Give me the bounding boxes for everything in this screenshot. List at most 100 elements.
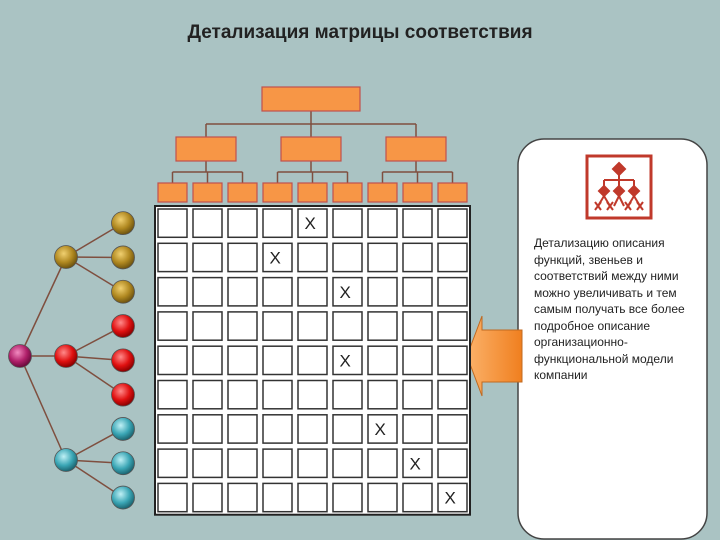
org-box-root	[261, 86, 361, 112]
matrix-mark: X	[340, 351, 351, 370]
matrix-cell	[332, 379, 363, 410]
function-node-leaf	[111, 417, 135, 441]
matrix-cell	[332, 311, 363, 341]
matrix-cell	[367, 448, 398, 479]
matrix-mark: X	[340, 283, 351, 302]
matrix-cell	[262, 276, 293, 307]
matrix-mark: X	[410, 454, 421, 473]
function-node-group	[54, 448, 78, 472]
function-node-leaf	[111, 279, 135, 304]
matrix-cell	[402, 276, 433, 307]
function-node-group	[54, 245, 78, 269]
matrix-cell	[227, 414, 258, 444]
matrix-cell	[332, 414, 363, 444]
matrix-cell	[437, 242, 468, 273]
function-node-root	[8, 344, 32, 368]
matrix-cell	[262, 311, 293, 341]
matrix-cell	[437, 482, 468, 513]
matrix-cell	[262, 242, 293, 273]
org-box-division	[280, 136, 342, 162]
matrix-cell	[192, 482, 223, 513]
matrix-grid	[154, 205, 471, 516]
matrix-cell	[402, 414, 433, 444]
matrix-cell	[227, 482, 258, 513]
org-box-unit	[332, 182, 363, 203]
matrix-cell	[227, 276, 258, 307]
matrix-cell	[367, 482, 398, 513]
matrix-cell	[332, 345, 363, 376]
matrix-cell	[437, 311, 468, 341]
matrix-cell	[367, 379, 398, 410]
function-node-leaf	[111, 382, 135, 407]
matrix-cell	[297, 242, 328, 273]
matrix-cell	[332, 208, 363, 239]
matrix-cell	[332, 482, 363, 513]
matrix-cell	[192, 414, 223, 444]
left-arrow-icon	[466, 315, 523, 397]
matrix-cell	[367, 276, 398, 307]
matrix-cell	[332, 448, 363, 479]
org-tree-connectors	[171, 111, 454, 183]
function-node-leaf	[111, 245, 135, 270]
matrix-mark: X	[445, 489, 456, 508]
org-box-unit	[437, 182, 468, 203]
matrix-cell	[437, 276, 468, 307]
matrix-cell	[367, 345, 398, 376]
function-tree	[8, 211, 135, 510]
matrix-cell	[157, 208, 188, 239]
matrix-cell	[262, 414, 293, 444]
matrix-mark: X	[375, 420, 386, 439]
function-node-leaf	[111, 314, 135, 338]
matrix-cell	[402, 311, 433, 341]
matrix-cell	[332, 276, 363, 307]
matrix-cell	[157, 311, 188, 341]
matrix-cell	[192, 379, 223, 410]
matrix-cell	[227, 311, 258, 341]
org-box-division	[175, 136, 237, 162]
org-box-unit	[192, 182, 223, 203]
org-box-unit	[297, 182, 328, 203]
matrix-cell	[157, 448, 188, 479]
matrix-cell	[437, 414, 468, 444]
function-node-leaf	[111, 451, 135, 476]
matrix-cell	[437, 345, 468, 376]
matrix-cell	[227, 379, 258, 410]
org-tree-icon	[585, 154, 653, 220]
matrix-cell	[367, 311, 398, 341]
matrix-cell	[367, 208, 398, 239]
matrix-mark: X	[270, 248, 281, 267]
matrix-cell	[157, 482, 188, 513]
matrix-cell	[297, 379, 328, 410]
matrix-cell	[192, 276, 223, 307]
matrix-cell	[297, 311, 328, 341]
matrix-cell	[332, 242, 363, 273]
matrix-cell	[262, 448, 293, 479]
matrix-cell	[402, 242, 433, 273]
matrix-cell	[262, 345, 293, 376]
org-box-unit	[262, 182, 293, 203]
matrix-cell	[367, 242, 398, 273]
function-node-leaf	[111, 485, 135, 510]
matrix-cell	[297, 482, 328, 513]
matrix-cell	[297, 276, 328, 307]
matrix-cell	[437, 379, 468, 410]
matrix-cell	[227, 208, 258, 239]
matrix-cell	[367, 414, 398, 444]
matrix-cell	[262, 482, 293, 513]
matrix-cell	[227, 448, 258, 479]
matrix-cell	[227, 345, 258, 376]
slide-title: Детализация матрицы соответствия	[187, 22, 533, 43]
matrix-cell	[157, 379, 188, 410]
matrix-cell	[402, 379, 433, 410]
matrix-cell	[192, 448, 223, 479]
org-box-unit	[402, 182, 433, 203]
org-box-division	[385, 136, 447, 162]
matrix-cell	[402, 208, 433, 239]
org-box-unit	[367, 182, 398, 203]
matrix-cell	[402, 448, 433, 479]
note-text: Детализацию описания функций, звеньев и …	[534, 236, 685, 382]
org-tree	[157, 86, 468, 203]
function-node-leaf	[111, 211, 135, 236]
matrix-cell	[192, 345, 223, 376]
